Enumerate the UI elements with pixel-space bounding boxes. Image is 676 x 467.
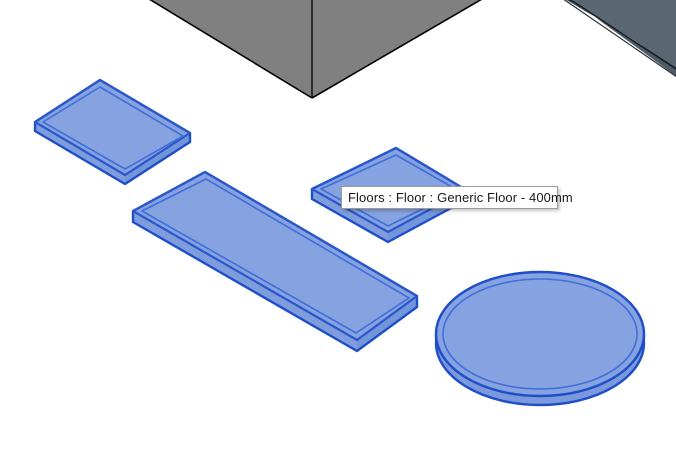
slab3-inner-rim [320,154,460,227]
mass-gray-outline-left [149,0,313,99]
slab2-inner-rim [141,178,410,334]
mass-slate-top [569,0,676,68]
slab2-top-outline [131,170,419,342]
element-tooltip: Floors : Floor : Generic Floor - 400mm [341,186,573,209]
slab4-top-face [434,270,646,398]
mass-gray-outline-right [311,0,482,99]
building-mass-slate[interactable] [553,0,676,86]
slab1-top-outline [33,78,192,177]
slab4-inner-rim [442,278,638,390]
slab3-top-outline [310,146,468,234]
building-mass-gray[interactable] [130,0,502,99]
slab4-bottom-edge [434,342,646,407]
mass-slate-edge-top [568,0,676,70]
slab3-side-left [312,189,388,242]
slab2-side-right [357,296,417,351]
slab1-inner-rim [42,86,184,170]
element-tooltip-text: Floors : Floor : Generic Floor - 400mm [348,190,573,205]
slab2-top-face [133,172,417,340]
mass-gray-body [149,0,482,98]
floor-slab-long-center[interactable] [131,170,419,353]
slab1-side-right [125,133,190,184]
slab1-side-left [35,122,125,184]
slab2-side-left [133,211,357,351]
mass-slate-edge-bottom [563,0,676,78]
floor-slab-circular[interactable] [434,270,646,407]
floor-slab-top-left[interactable] [33,78,192,186]
